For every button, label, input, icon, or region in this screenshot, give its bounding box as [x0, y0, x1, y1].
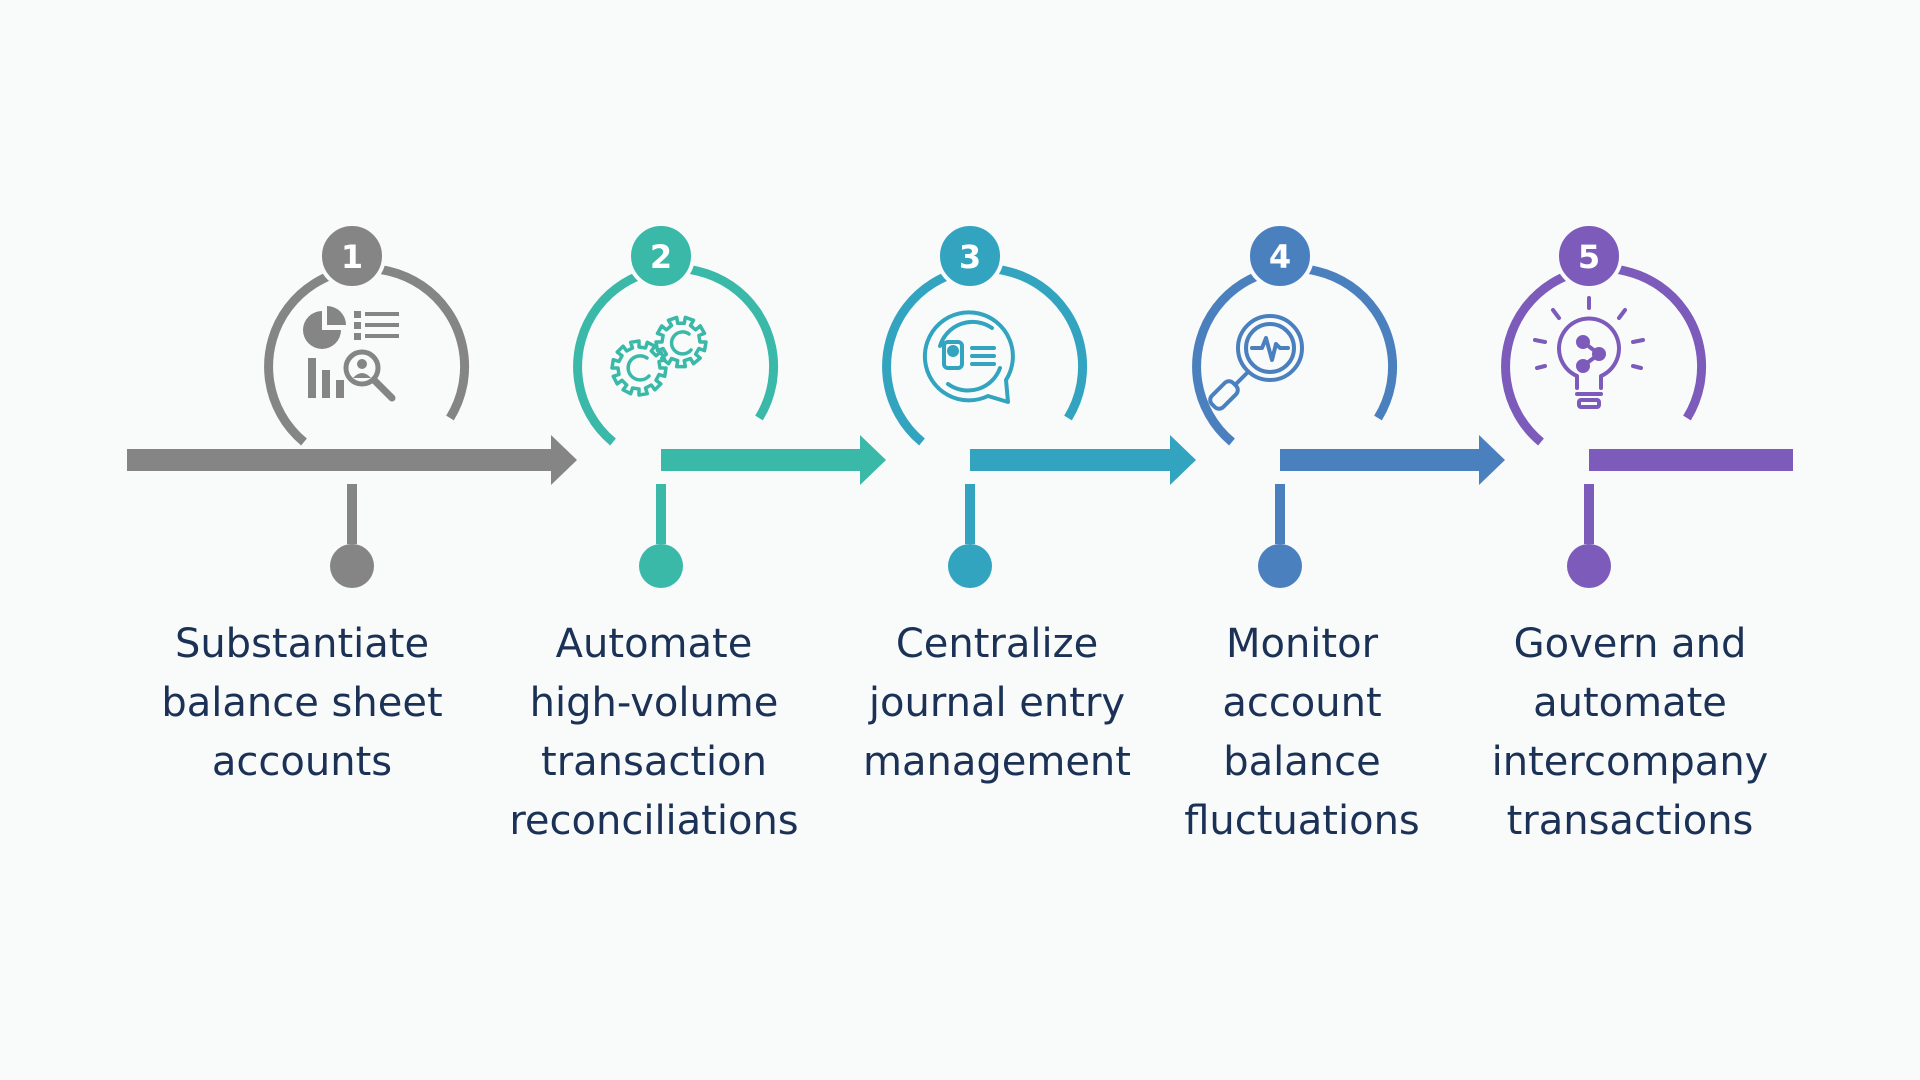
- step-4-number: 4: [1269, 238, 1291, 276]
- journal-chat-icon: [922, 310, 1015, 404]
- step-3-label: Centralize journal entry management: [863, 621, 1131, 785]
- connector-bar-3: [970, 449, 1170, 471]
- connector-arrow-4: [1479, 435, 1505, 485]
- step-1-number: 1: [341, 238, 363, 276]
- magnifier-pulse-icon: [1208, 314, 1304, 411]
- step-1-label: Substantiate balance sheet accounts: [161, 621, 443, 785]
- data-analysis-icon: [303, 306, 399, 402]
- lightbulb-icon: [1533, 296, 1645, 409]
- step-4-dot: [1258, 544, 1302, 588]
- connector-bar-2: [661, 449, 860, 471]
- step-2-number: 2: [650, 238, 672, 276]
- step-2-badge: 2: [627, 222, 695, 290]
- step-3-dot: [948, 544, 992, 588]
- step-3-number: 3: [959, 238, 981, 276]
- connector-bar-4: [1280, 449, 1479, 471]
- step-5-badge: 5: [1555, 222, 1623, 290]
- step-5-label: Govern and automate intercompany transac…: [1491, 621, 1769, 844]
- step-1-dot: [330, 544, 374, 588]
- step-2-stem: [656, 484, 666, 544]
- connector-bar-5: [1589, 449, 1793, 471]
- step-1-stem: [347, 484, 357, 544]
- step-4-label: Monitor account balance fluctuations: [1184, 621, 1420, 844]
- step-3-stem: [965, 484, 975, 544]
- connector-bar-1: [127, 449, 551, 471]
- step-4-stem: [1275, 484, 1285, 544]
- connector-arrow-3: [1170, 435, 1196, 485]
- step-4-badge: 4: [1246, 222, 1314, 290]
- step-3-badge: 3: [936, 222, 1004, 290]
- step-5-stem: [1584, 484, 1594, 544]
- step-5-number: 5: [1578, 238, 1600, 276]
- connector-arrow-1: [551, 435, 577, 485]
- step-2-ring: [573, 264, 779, 446]
- step-1-badge: 1: [318, 222, 386, 290]
- connector-arrow-2: [860, 435, 886, 485]
- gears-icon: [610, 315, 708, 397]
- step-2-label: Automate high-volume transaction reconci…: [509, 621, 799, 844]
- step-2-dot: [639, 544, 683, 588]
- step-5-dot: [1567, 544, 1611, 588]
